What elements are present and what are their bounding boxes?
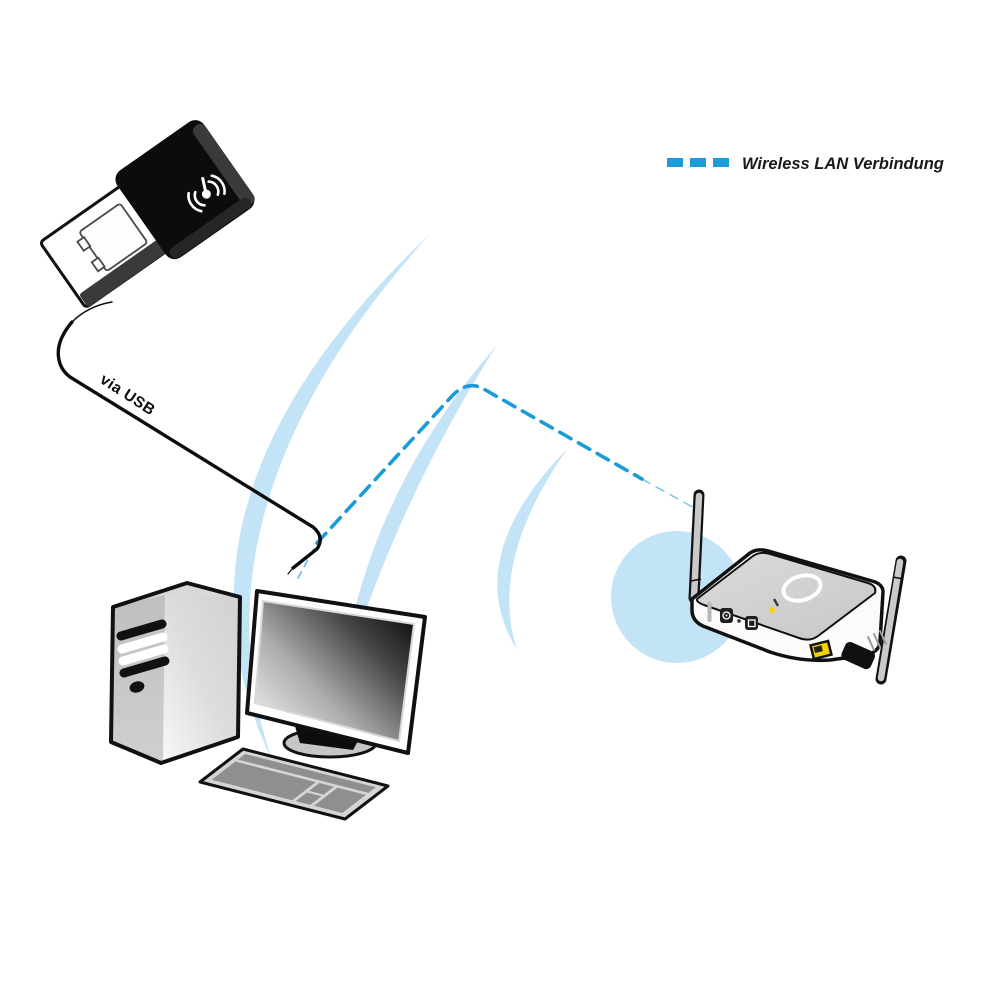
legend-dash-1 <box>667 158 683 167</box>
wifi-icon-arc-left-inner <box>193 190 206 207</box>
router-eth-port-inner <box>747 619 756 628</box>
router-wps-marks <box>772 598 780 607</box>
adapter-cap-bottom <box>169 197 252 259</box>
router-antenna-left <box>688 489 705 604</box>
usb-connector-underside <box>80 238 169 307</box>
legend-dash-3 <box>713 158 729 167</box>
wireless-connection-line <box>297 383 697 579</box>
antenna-left-collar <box>690 578 702 582</box>
usb-wlan-adapter <box>40 120 255 308</box>
keyboard <box>200 749 388 819</box>
vent-2 <box>873 633 881 648</box>
legend-dash-2 <box>690 158 706 167</box>
tower-side-face <box>163 595 240 762</box>
lan-port-pin-block <box>813 645 823 654</box>
router-side-slot <box>707 602 712 622</box>
wifi-icon-arc-left-outer <box>187 191 203 213</box>
router-vents <box>867 630 887 651</box>
usb-tab-outline <box>79 203 148 272</box>
router-power-port-pin <box>725 614 728 617</box>
usb-tab-notch-2 <box>90 256 106 273</box>
vent-1 <box>867 636 875 651</box>
wireless-line-main <box>315 383 644 545</box>
router-ring-logo <box>781 573 823 603</box>
pc-tower <box>109 581 242 765</box>
usb-cable-tip-end <box>287 567 294 575</box>
signal-arc-3 <box>497 448 568 650</box>
tower-outline <box>109 581 242 765</box>
tower-drive-bay-1 <box>117 632 168 654</box>
keyboard-main-keys <box>211 761 316 801</box>
monitor-screen <box>253 599 416 743</box>
router-eth-port <box>745 616 758 630</box>
usb-cable-line <box>56 301 322 575</box>
tower-front-face <box>111 595 165 762</box>
tower-drive-slot-2 <box>119 656 170 678</box>
router-antenna-mount <box>841 641 876 670</box>
tower-power-button <box>129 681 145 693</box>
keyboard-nav-key-1 <box>309 783 334 795</box>
keyboard-numpad <box>313 787 366 814</box>
keyboard-nav-key-2 <box>295 792 322 805</box>
antenna-right-collar <box>892 576 904 580</box>
wifi-icon-arc-right-inner <box>207 180 220 197</box>
wifi-icon-arc-right-outer <box>210 174 226 196</box>
tower-drive-bay-2 <box>118 644 169 666</box>
usb-cable-main <box>56 320 322 570</box>
router-lan-port <box>809 639 833 661</box>
monitor <box>245 589 427 759</box>
keyboard-function-row <box>237 753 376 793</box>
legend: Wireless LAN Verbindung <box>667 155 944 173</box>
antenna-mount-cylinder <box>841 641 876 670</box>
wifi-icon-dot <box>201 189 211 199</box>
adapter-cap-side <box>192 123 255 206</box>
router-power-port-ring <box>722 611 731 620</box>
tower-drive-slot-1 <box>116 619 167 641</box>
vent-3 <box>879 630 887 645</box>
router-reset-hole <box>737 619 741 623</box>
legend-label: Wireless LAN Verbindung <box>742 155 944 173</box>
usb-tab-notch-1 <box>76 235 92 253</box>
router-wps-led <box>769 607 775 613</box>
wireless-line-tail-left <box>297 542 318 579</box>
wifi-icon <box>187 174 226 213</box>
usb-cable-tip-start <box>71 301 113 323</box>
wifi-icon-stem <box>201 176 208 193</box>
wlan-router <box>688 489 907 685</box>
wireless-line-tail-right <box>641 478 697 510</box>
antenna-right-rod <box>877 558 904 682</box>
router-antenna-right <box>875 555 907 685</box>
